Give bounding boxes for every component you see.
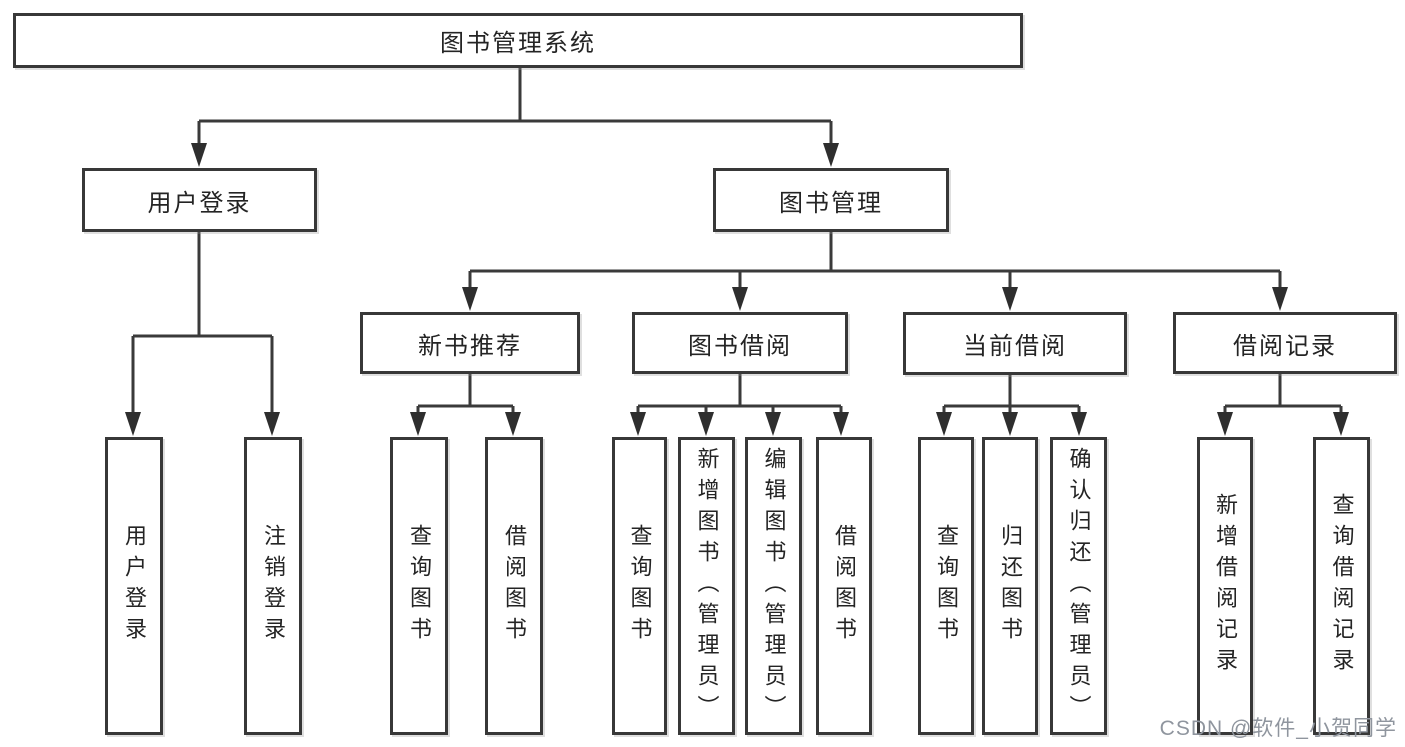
- node-label: 归还图书: [998, 524, 1023, 648]
- node-label: 查询图书: [627, 524, 653, 648]
- node-edit-books-admin: 编辑图书（管理员）: [745, 437, 802, 735]
- node-label: 注销登录: [261, 524, 286, 648]
- node-label: 查询图书: [934, 524, 959, 648]
- node-query-borrow-record: 查询借阅记录: [1313, 437, 1370, 735]
- node-return-books: 归还图书: [982, 437, 1038, 735]
- node-confirm-return-admin: 确认归还（管理员）: [1050, 437, 1107, 735]
- node-current-borrow: 当前借阅: [903, 312, 1127, 375]
- node-book-management: 图书管理: [713, 168, 949, 232]
- node-label: 借阅图书: [502, 524, 527, 648]
- node-borrow-books-recommend: 借阅图书: [485, 437, 543, 735]
- node-borrow-books: 借阅图书: [816, 437, 872, 735]
- node-label: 当前借阅: [963, 333, 1067, 360]
- node-borrow-records: 借阅记录: [1173, 312, 1397, 374]
- node-book-borrow: 图书借阅: [632, 312, 848, 374]
- csdn-watermark: CSDN @软件_小贺同学: [1159, 717, 1397, 740]
- node-query-books-borrow: 查询图书: [612, 437, 667, 735]
- node-label: 借阅图书: [832, 524, 857, 648]
- node-label: 用户登录: [122, 524, 147, 648]
- node-logout-login: 注销登录: [244, 437, 302, 735]
- node-label: 新书推荐: [418, 332, 522, 360]
- node-new-book-recommend: 新书推荐: [360, 312, 580, 374]
- node-label: 确认归还（管理员）: [1066, 446, 1092, 726]
- node-label: 编辑图书（管理员）: [761, 446, 787, 726]
- node-query-books-recommend: 查询图书: [390, 437, 448, 735]
- node-label: 新增借阅记录: [1213, 493, 1238, 679]
- node-label: 图书管理系统: [440, 30, 596, 57]
- node-add-borrow-record: 新增借阅记录: [1197, 437, 1253, 735]
- node-add-books-admin: 新增图书（管理员）: [678, 437, 735, 735]
- node-label: 新增图书（管理员）: [694, 446, 720, 726]
- node-query-books-current: 查询图书: [918, 437, 974, 735]
- node-user-login: 用户登录: [82, 168, 317, 232]
- node-user-login-leaf: 用户登录: [105, 437, 163, 735]
- node-label: 查询借阅记录: [1329, 493, 1355, 679]
- node-label: 图书管理: [779, 189, 883, 217]
- node-library-management-system: 图书管理系统: [13, 13, 1023, 68]
- node-label: 用户登录: [147, 189, 252, 217]
- node-label: 图书借阅: [688, 332, 792, 360]
- node-label: 查询图书: [407, 524, 432, 648]
- node-label: 借阅记录: [1233, 332, 1337, 360]
